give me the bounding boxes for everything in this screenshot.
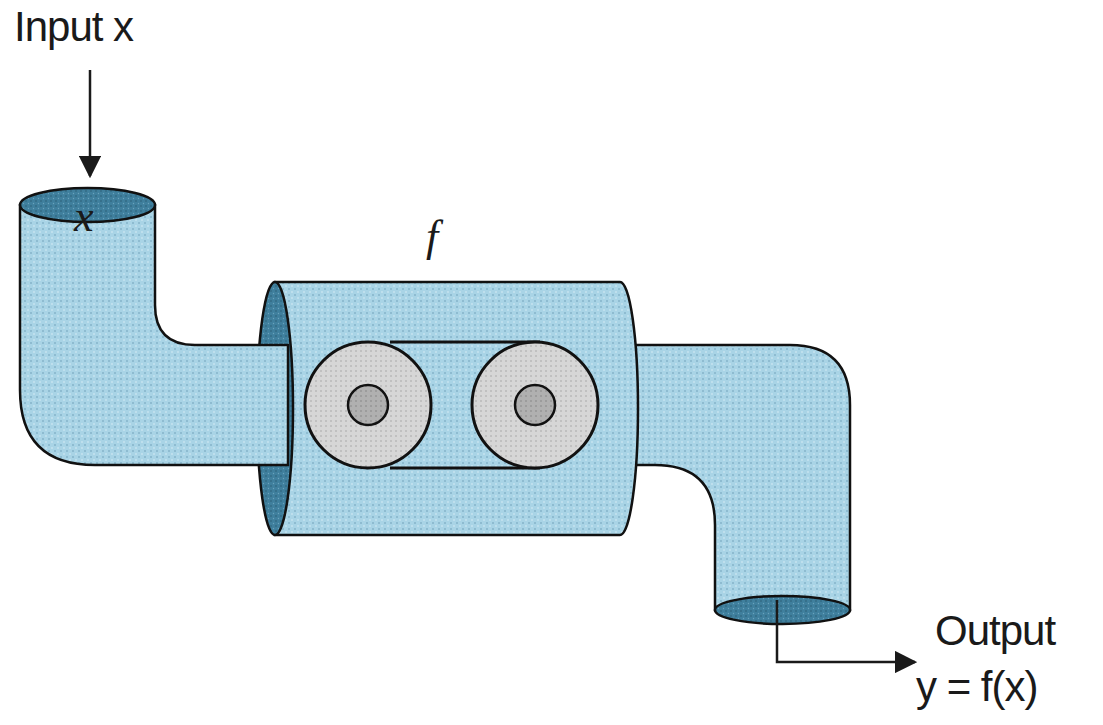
roller bbox=[305, 342, 431, 468]
roller bbox=[472, 342, 598, 468]
input-pipe bbox=[20, 205, 288, 465]
machine-node: f bbox=[258, 215, 638, 540]
variable-label: x bbox=[74, 195, 94, 239]
roller-hub bbox=[515, 385, 555, 425]
input-arrow bbox=[89, 70, 92, 176]
output-formula: y = f(x) bbox=[916, 666, 1038, 708]
pipe-opening bbox=[715, 596, 850, 624]
roller-hub bbox=[348, 385, 388, 425]
input-label: Input x bbox=[14, 6, 133, 48]
variable-label: f bbox=[426, 215, 438, 259]
machine-body bbox=[275, 282, 638, 535]
output-arrow bbox=[777, 600, 915, 662]
output-label: Output bbox=[935, 610, 1055, 652]
input-pipe-node: x bbox=[20, 195, 155, 465]
